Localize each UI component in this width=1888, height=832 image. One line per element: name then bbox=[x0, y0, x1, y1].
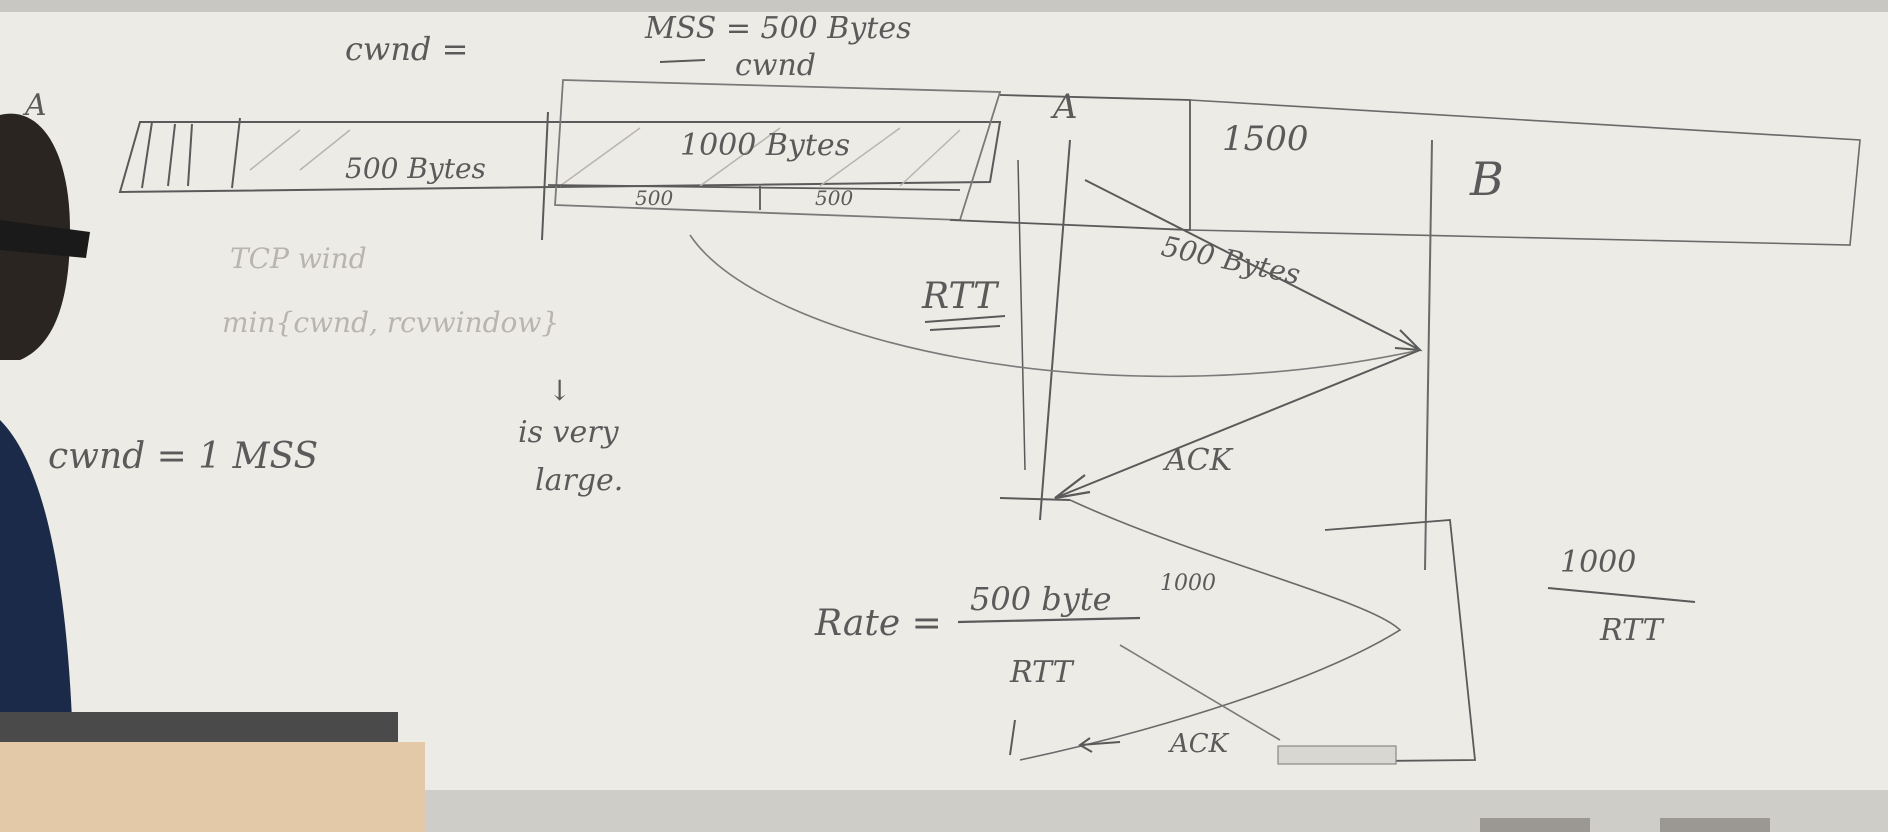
host-a-timeline-lower bbox=[1009, 719, 1016, 756]
note-line1: is very bbox=[518, 415, 620, 450]
host-b-timeline bbox=[1424, 139, 1433, 571]
note-arrow: ↓ bbox=[548, 374, 571, 407]
rtt-label: RTT bbox=[921, 276, 1000, 317]
lectern bbox=[0, 712, 425, 832]
lecturer-shirt bbox=[0, 420, 72, 720]
sub-segment-right: 500 bbox=[815, 186, 853, 210]
rate-numerator: 500 byte bbox=[970, 580, 1112, 618]
label-1500: 1500 bbox=[1222, 119, 1309, 159]
second-round-curve bbox=[1019, 499, 1402, 761]
rate2-denominator: RTT bbox=[1599, 613, 1665, 648]
ack2-arrowhead bbox=[1078, 737, 1121, 753]
second-segment-line bbox=[1119, 644, 1281, 741]
segment-arrow bbox=[1084, 179, 1421, 351]
tcp-window-line1: TCP wind bbox=[230, 242, 367, 275]
mss-equals-label: MSS = 500 Bytes bbox=[644, 11, 912, 46]
cwnd-init-label: cwnd = 1 MSS bbox=[48, 436, 318, 477]
marker-holder bbox=[1277, 745, 1397, 765]
rate-denominator: RTT bbox=[1009, 655, 1075, 690]
segment-500-label: 500 Bytes bbox=[345, 152, 486, 185]
lectern-body bbox=[0, 742, 425, 832]
buffer-dividers bbox=[141, 111, 549, 241]
flow-curve bbox=[689, 234, 1421, 378]
rate-fraction-bar bbox=[957, 616, 1141, 624]
right-banner-box bbox=[1189, 99, 1861, 246]
tcp-window-line2: min{cwnd, rcvwindow} bbox=[222, 306, 559, 339]
ack-arrowhead bbox=[1054, 474, 1091, 500]
ack-tick bbox=[999, 497, 1071, 501]
lectern-top-edge bbox=[0, 712, 398, 742]
eraser-left bbox=[1480, 818, 1590, 832]
lecturer-figure bbox=[0, 113, 90, 720]
label-1000: 1000 bbox=[1160, 571, 1216, 596]
host-a-label: A bbox=[1050, 87, 1078, 127]
cwnd-equals-label: cwnd = bbox=[345, 30, 468, 68]
cwnd-under-label: cwnd bbox=[735, 48, 816, 83]
ack-label-2: ACK bbox=[1168, 729, 1230, 759]
sub-segment-left: 500 bbox=[635, 186, 673, 210]
segment-1000-label: 1000 Bytes bbox=[680, 128, 850, 163]
host-b-label: B bbox=[1469, 152, 1504, 206]
lecturer-glasses bbox=[0, 220, 90, 258]
host-a-timeline bbox=[1039, 139, 1071, 521]
ack-arrow bbox=[1054, 349, 1421, 499]
rate2-numerator: 1000 bbox=[1560, 545, 1636, 580]
rtt-bracket-line bbox=[1017, 159, 1026, 471]
rate-prefix: Rate = bbox=[814, 603, 942, 644]
board-top-frame bbox=[0, 0, 1888, 12]
note-line2: large. bbox=[535, 463, 623, 498]
mss-underline bbox=[659, 59, 706, 63]
rtt-underline bbox=[924, 315, 1006, 331]
buffer-hatching bbox=[249, 127, 961, 187]
rate2-fraction-bar bbox=[1547, 587, 1696, 603]
send-buffer-box bbox=[118, 121, 1002, 194]
buffer-subdivision bbox=[547, 184, 961, 210]
ack-label-1: ACK bbox=[1162, 443, 1234, 478]
host-a-box bbox=[949, 94, 1191, 231]
eraser-right bbox=[1660, 818, 1770, 832]
